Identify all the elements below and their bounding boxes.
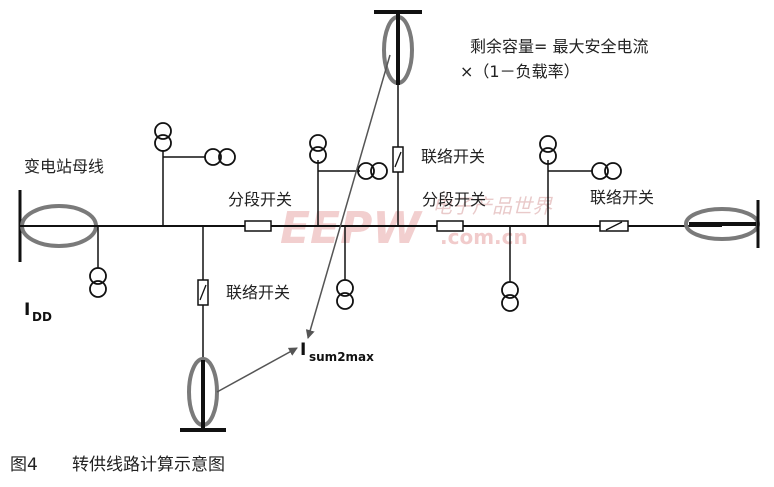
section-switch-right <box>436 220 464 232</box>
tie-switch-right-slash <box>605 221 623 231</box>
watermark-brand: EEPW <box>280 203 423 254</box>
figure-title: 转供线路计算示意图 <box>72 455 225 475</box>
remaining-capacity-line2: ×（1－负载率） <box>460 62 580 81</box>
i-sum-symbol: I <box>300 340 306 360</box>
section-switch-right-label: 分段开关 <box>422 190 486 209</box>
i-sum-subscript: sum2max <box>309 350 374 364</box>
transformer-icon <box>501 281 519 312</box>
arrow-from-top-source <box>305 54 391 339</box>
section-switch-left <box>244 220 272 232</box>
figure-number: 图4 <box>10 455 38 475</box>
i-sum2max-label: I sum2max <box>300 340 374 364</box>
transformer-icon <box>591 162 622 180</box>
transformer-icon <box>357 162 388 180</box>
remaining-capacity-line1: 剩余容量= 最大安全电流 <box>470 37 649 56</box>
i-dd-subscript: DD <box>32 310 52 324</box>
transformer-icon <box>309 134 327 164</box>
watermark-cn-text: 电子产品世界 <box>432 194 553 218</box>
section-switch-left-label: 分段开关 <box>228 190 292 209</box>
i-dd-symbol: I <box>24 300 30 320</box>
watermark: EEPW .com.cn 电子产品世界 <box>280 194 553 254</box>
transformer-icon <box>89 267 107 298</box>
bus-label: 变电站母线 <box>24 157 104 176</box>
tie-switch-top-slash <box>394 151 402 168</box>
i-dd-label: I DD <box>24 300 52 324</box>
tie-switch-bottom-slash <box>199 284 207 301</box>
transformer-icon <box>154 122 172 152</box>
transformer-icon <box>204 148 236 166</box>
arrow-from-bottom-source <box>216 347 298 393</box>
transformer-icon <box>539 135 557 165</box>
transformer-icon <box>336 279 354 310</box>
tie-switch-right-label: 联络开关 <box>590 188 654 207</box>
tie-switch-bottom-label: 联络开关 <box>226 283 290 302</box>
tie-switch-top-label: 联络开关 <box>421 147 485 166</box>
